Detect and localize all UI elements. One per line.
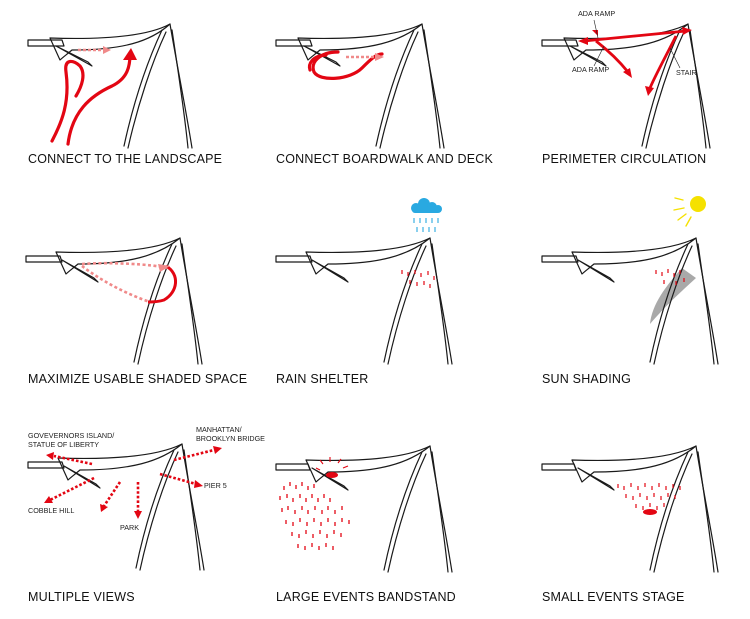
shaded-space-arrows: [81, 261, 177, 304]
sun-icon: [673, 196, 706, 227]
canopy-structure: [541, 23, 711, 149]
panel-drawing: [275, 198, 453, 365]
caption: CONNECT BOARDWALK AND DECK: [276, 152, 494, 166]
caption: SUN SHADING: [542, 372, 632, 386]
label-statue-of-liberty: STATUE OF LIBERTY: [28, 440, 99, 449]
panel-large-events-bandstand: LARGE EVENTS BANDSTAND: [250, 412, 500, 618]
stage-marker: [643, 509, 657, 515]
panel-perimeter-circulation: ADA RAMP ADA RAMP STAIR PERIMETER CIRCUL…: [500, 0, 750, 206]
circulation-arrows: [50, 46, 137, 146]
label-ada-ramp-top: ADA RAMP: [578, 9, 615, 18]
panel-connect-landscape: CONNECT TO THE LANDSCAPE: [0, 0, 250, 206]
panel-sun-shading: SUN SHADING: [500, 196, 750, 412]
label-ada-ramp-bottom: ADA RAMP: [572, 65, 609, 74]
sheltered-people: [401, 270, 435, 288]
view-arrowheads: [44, 446, 222, 519]
panel-maximize-shaded-space: MAXIMIZE USABLE SHADED SPACE: [0, 206, 250, 412]
caption: MAXIMIZE USABLE SHADED SPACE: [28, 372, 248, 386]
label-governors-island: GOVEVERNORS ISLAND/: [28, 431, 114, 440]
panel-drawing: ADA RAMP ADA RAMP STAIR: [541, 9, 711, 149]
panel-drawing: [27, 23, 193, 149]
label-brooklyn-bridge: BROOKLYN BRIDGE: [196, 434, 265, 443]
circulation-arrows: [307, 50, 384, 80]
canopy-structure: [275, 237, 453, 365]
sheltered-people: [655, 269, 685, 285]
panel-connect-boardwalk: CONNECT BOARDWALK AND DECK: [250, 0, 500, 206]
panel-small-events-stage: SMALL EVENTS STAGE: [500, 412, 750, 618]
panel-drawing: [541, 196, 719, 365]
caption: LARGE EVENTS BANDSTAND: [276, 590, 456, 604]
panel-drawing: [541, 445, 719, 573]
label-park: PARK: [120, 523, 139, 532]
canopy-structure: [27, 23, 193, 149]
canopy-structure: [25, 237, 203, 365]
bandstand-stage: [315, 457, 349, 478]
caption: PERIMETER CIRCULATION: [542, 152, 707, 166]
audience: [279, 482, 350, 550]
panel-drawing: [275, 445, 453, 573]
label-manhattan: MANHATTAN/: [196, 425, 242, 434]
leader-lines: [593, 19, 681, 69]
circulation-arrows: [578, 27, 692, 96]
caption: CONNECT TO THE LANDSCAPE: [28, 152, 223, 166]
caption: MULTIPLE VIEWS: [28, 590, 135, 604]
panel-multiple-views: GOVEVERNORS ISLAND/ STATUE OF LIBERTY MA…: [0, 412, 265, 618]
label-stair: STAIR: [676, 68, 697, 77]
label-pier-5: PIER 5: [204, 481, 227, 490]
panel-drawing: GOVEVERNORS ISLAND/ STATUE OF LIBERTY MA…: [27, 425, 265, 571]
shade-area: [650, 268, 696, 324]
panel-drawing: [25, 237, 203, 365]
canopy-structure: [541, 445, 719, 573]
view-arrows: [49, 448, 215, 512]
canopy-structure: [275, 445, 453, 573]
panel-rain-shelter: RAIN SHELTER: [250, 198, 500, 412]
canopy-structure: [275, 23, 445, 149]
label-cobble-hill: COBBLE HILL: [28, 506, 74, 515]
caption: SMALL EVENTS STAGE: [542, 590, 685, 604]
panel-drawing: [275, 23, 445, 149]
rain-cloud-icon: [411, 198, 442, 232]
audience: [617, 483, 681, 510]
canopy-structure: [541, 237, 719, 365]
caption: RAIN SHELTER: [276, 372, 369, 386]
